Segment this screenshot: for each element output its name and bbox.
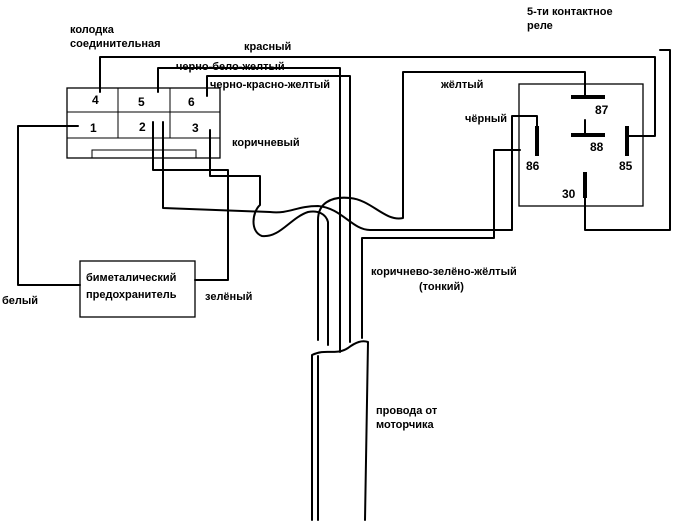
label-brown: коричневый (232, 137, 300, 149)
relay-body (518, 83, 644, 207)
wire-black-white-yellow (157, 67, 341, 353)
wire-green (152, 121, 229, 281)
connector-pin-2: 2 (139, 120, 146, 134)
connector-pin-6: 6 (188, 95, 195, 109)
wire-black (162, 115, 538, 231)
relay-pin-87: 87 (595, 103, 609, 117)
relay: 87 88 86 85 30 (518, 83, 644, 207)
connector-pin-4: 4 (92, 93, 99, 107)
motor-cable (311, 340, 369, 521)
connector-pin-1: 1 (90, 121, 97, 135)
connector-pin-3: 3 (192, 121, 199, 135)
wire-red (99, 56, 656, 137)
fuse-label-line2: предохранитель (86, 289, 177, 301)
label-thin: (тонкий) (419, 281, 464, 293)
wire-yellow (317, 71, 586, 341)
connector-latch (91, 149, 197, 159)
connector-title-line1: колодка (70, 24, 115, 36)
label-red: красный (244, 41, 291, 53)
label-yellow: жёлтый (440, 79, 483, 91)
relay-pin-85: 85 (619, 159, 633, 173)
wire-black-red-yellow (206, 75, 351, 343)
relay-title-line2: реле (527, 20, 553, 32)
label-black-white-yellow: черно-бело-желтый (176, 61, 285, 73)
label-white: белый (2, 295, 38, 307)
motor-label-line2: моторчика (376, 419, 434, 431)
relay-pin-86: 86 (526, 159, 540, 173)
relay-title-line1: 5-ти контактное (527, 6, 613, 18)
wire-relay-30 (584, 49, 671, 231)
relay-pin-88: 88 (590, 140, 604, 154)
bimetal-fuse (79, 260, 196, 318)
connector-title-line2: соединительная (70, 38, 161, 50)
relay-pin-30: 30 (562, 187, 576, 201)
label-black-red-yellow: черно-красно-желтый (210, 79, 330, 91)
label-brown-green-yellow: коричнево-зелёно-жёлтый (371, 266, 517, 278)
connector-block: 4 5 6 1 2 3 (66, 87, 221, 159)
motor-label-line1: провода от (376, 405, 438, 417)
wire-brown (209, 129, 329, 346)
wire-brown-green-yellow (361, 149, 521, 339)
label-black: чёрный (465, 113, 507, 125)
fuse-label-line1: биметалический (86, 272, 176, 284)
wire-white (17, 125, 81, 286)
connector-pin-5: 5 (138, 95, 145, 109)
label-green: зелёный (205, 291, 252, 303)
